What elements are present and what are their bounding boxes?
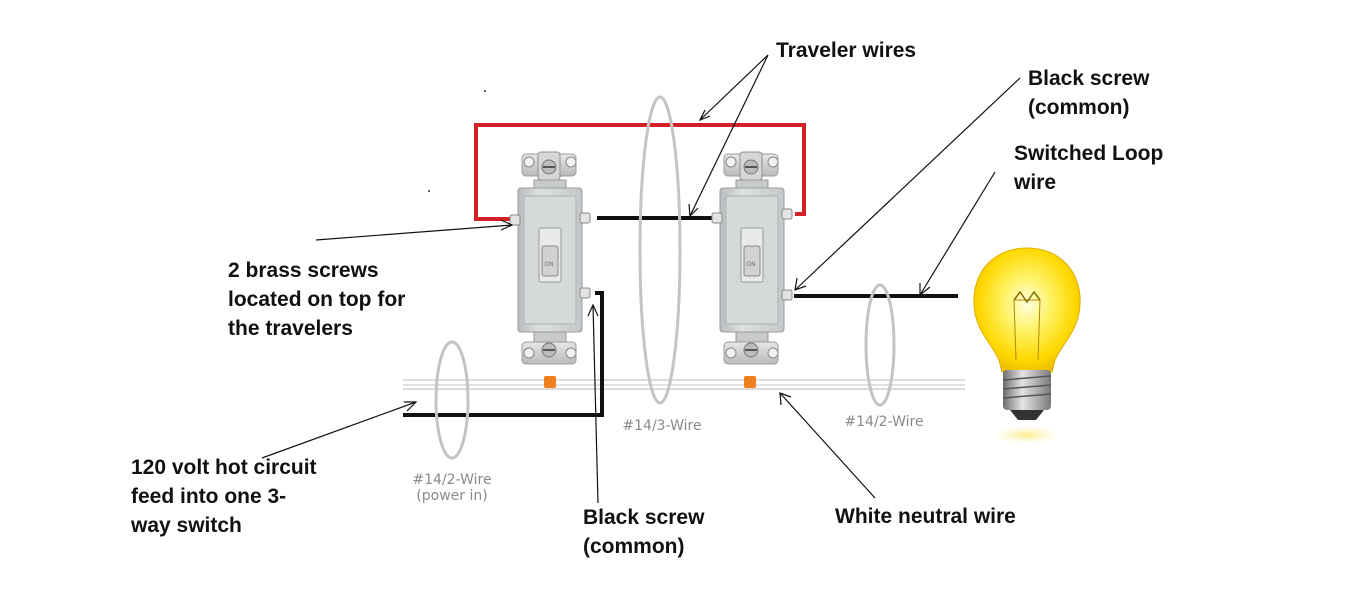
stray-dot bbox=[484, 90, 486, 92]
callout-line: feed into one 3- bbox=[131, 485, 287, 508]
three-way-switch-2 bbox=[711, 151, 793, 388]
callout-switched-loop: Switched Loop wire bbox=[1014, 139, 1163, 197]
cable-outline-14-2 bbox=[864, 283, 896, 407]
cable-label-14-3: #14/3-Wire bbox=[622, 418, 702, 434]
callout-line: 2 brass screws bbox=[228, 259, 379, 282]
callout-traveler-wires: Traveler wires bbox=[776, 39, 917, 62]
stray-dot bbox=[428, 190, 430, 192]
callout-line: Black screw bbox=[583, 506, 705, 529]
switch-2-toggle-text: ON bbox=[746, 261, 755, 268]
three-way-switch-1 bbox=[509, 151, 591, 388]
callout-line: Switched Loop bbox=[1014, 142, 1164, 165]
callout-black-screw-bottom: Black screw (common) bbox=[583, 503, 704, 561]
callout-line: the travelers bbox=[228, 317, 353, 340]
light-bulb-icon bbox=[973, 247, 1081, 444]
cable-label-14-2: #14/2-Wire bbox=[844, 414, 924, 430]
callout-hot-feed: 120 volt hot circuit feed into one 3- wa… bbox=[131, 453, 317, 540]
cable-label-power-in: #14/2-Wire (power in) bbox=[402, 472, 502, 504]
hot-feed-wire bbox=[403, 291, 604, 417]
callout-line: way switch bbox=[131, 514, 242, 537]
callout-line: wire bbox=[1014, 171, 1057, 194]
callout-line: (common) bbox=[583, 535, 685, 558]
callout-line: located on top for bbox=[228, 288, 406, 311]
callout-black-screw-top: Black screw (common) bbox=[1028, 64, 1149, 122]
cable-outline-power-in bbox=[434, 340, 470, 460]
callout-brass-screws: 2 brass screws located on top for the tr… bbox=[228, 256, 405, 343]
leader-lines bbox=[261, 54, 1021, 504]
cable-label-line: (power in) bbox=[416, 488, 488, 504]
red-traveler-wire bbox=[474, 123, 806, 221]
callout-line: Black screw bbox=[1028, 67, 1150, 90]
cable-label-line: #14/2-Wire bbox=[412, 472, 492, 488]
callout-white-neutral: White neutral wire bbox=[835, 505, 1016, 528]
callout-line: 120 volt hot circuit bbox=[131, 456, 317, 479]
cable-outline-14-3 bbox=[638, 95, 682, 405]
callout-line: (common) bbox=[1028, 96, 1130, 119]
white-neutral-wire bbox=[403, 379, 965, 390]
switch-1-toggle-text: ON bbox=[544, 261, 553, 268]
